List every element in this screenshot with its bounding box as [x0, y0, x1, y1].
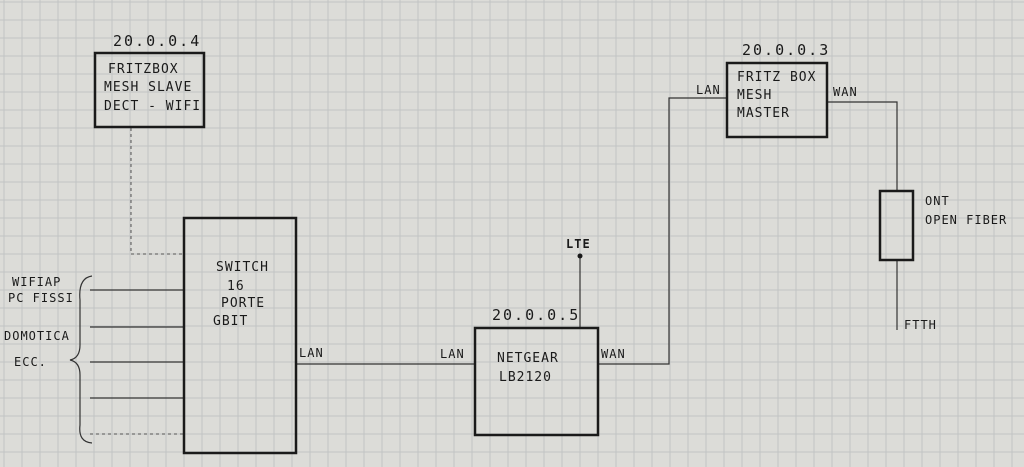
switch-line-1: SWITCH — [216, 260, 269, 275]
netgear-box — [473, 326, 600, 437]
switch-line-2: 16 — [227, 279, 245, 294]
ont-box — [878, 189, 915, 262]
device-label-3: DOMOTICA — [4, 329, 70, 343]
slave-line-2: MESH SLAVE — [104, 80, 192, 95]
lte-label: LTE — [566, 237, 591, 251]
wire-netgear-master — [598, 97, 727, 365]
device-label-1: WIFIAP — [12, 275, 61, 289]
slave-ip: 20.0.0.4 — [113, 32, 201, 50]
wire-slave-switch — [130, 128, 184, 255]
ont-line-2: OPEN FIBER — [925, 213, 1007, 227]
devices-brace — [69, 275, 93, 444]
ont-line-1: ONT — [925, 194, 950, 208]
slave-line-1: FRITZBOX — [108, 62, 179, 77]
ftth-label: FTTH — [904, 318, 937, 332]
netgear-line-1: NETGEAR — [497, 351, 559, 366]
device-label-2: PC FISSI — [8, 291, 74, 305]
wire-master-ont — [827, 101, 898, 191]
fritzbox-master-box — [725, 61, 829, 139]
master-wan-label: WAN — [833, 85, 858, 99]
netgear-line-2: LB2120 — [499, 370, 552, 385]
netgear-lan-label: LAN — [440, 347, 465, 361]
switch-box — [182, 216, 298, 455]
fritzbox-slave-box — [93, 51, 206, 129]
lte-antenna-tip — [577, 253, 583, 259]
connections — [69, 97, 898, 444]
switch-line-3: PORTE — [221, 296, 265, 311]
master-line-2: MESH — [737, 88, 772, 103]
netgear-ip: 20.0.0.5 — [492, 306, 580, 324]
netgear-wan-label: WAN — [601, 347, 626, 361]
device-label-4: ECC. — [14, 355, 47, 369]
master-ip: 20.0.0.3 — [742, 41, 830, 59]
master-lan-label: LAN — [696, 83, 721, 97]
switch-line-4: GBIT — [213, 314, 248, 329]
switch-lan-label: LAN — [299, 346, 324, 360]
slave-line-3: DECT - WIFI — [104, 99, 201, 114]
master-line-1: FRITZ BOX — [737, 70, 816, 85]
master-line-3: MASTER — [737, 106, 790, 121]
